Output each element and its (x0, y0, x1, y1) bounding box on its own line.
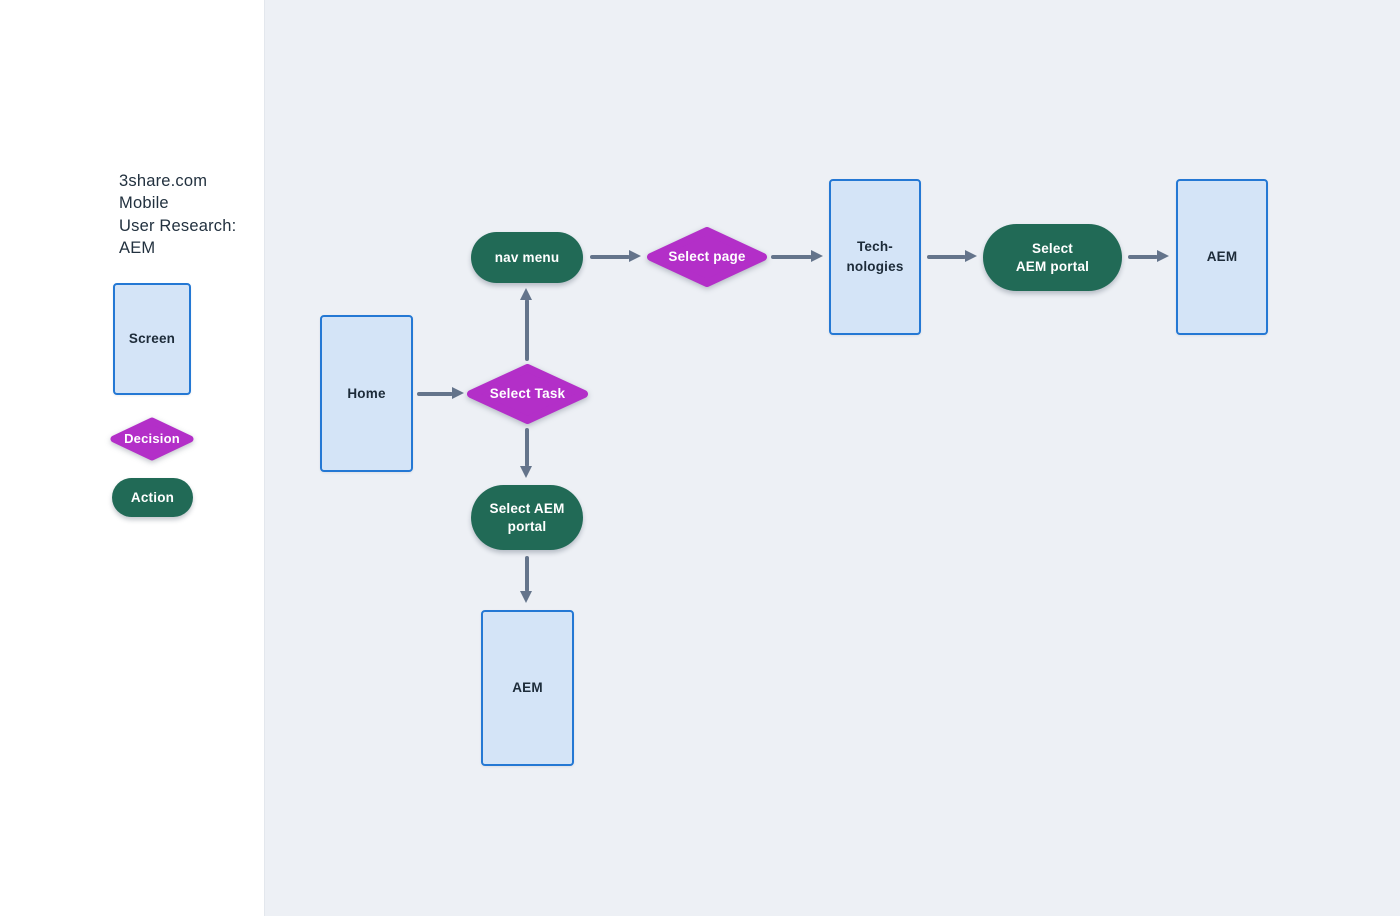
flow-node-technologies-label: Tech- nologies (846, 239, 904, 274)
diamond-icon (467, 364, 588, 424)
flow-node-select-page-label: Select page (668, 249, 746, 264)
legend-decision-shape: Decision (110, 417, 194, 461)
flow-node-select-page: Select page (646, 226, 768, 288)
legend-decision-label: Decision (124, 431, 180, 446)
flow-node-select-aem-portal-bottom-label: Select AEM portal (489, 500, 565, 534)
flow-node-aem-bottom-label: AEM (512, 680, 543, 695)
flow-node-aem-bottom: AEM (481, 610, 574, 766)
legend-screen-shape: Screen (113, 283, 191, 395)
flow-node-aem-right: AEM (1176, 179, 1268, 335)
flow-node-aem-right-label: AEM (1206, 249, 1238, 264)
legend-action-label: Action (130, 489, 175, 505)
flow-node-select-aem-portal-right: Select AEM portal (983, 224, 1122, 291)
legend-screen-label: Screen (128, 331, 176, 346)
legend-action-shape: Action (112, 478, 193, 517)
flow-node-technologies: Tech- nologies (829, 179, 921, 335)
flow-node-home-label: Home (347, 385, 386, 401)
legend-sidebar: 3share.com Mobile User Research: AEM Scr… (0, 0, 265, 916)
flow-node-select-aem-portal-bottom: Select AEM portal (471, 485, 583, 550)
flow-node-home: Home (320, 315, 413, 472)
diamond-icon (110, 417, 194, 461)
flow-node-nav-menu-label: nav menu (494, 249, 560, 265)
flow-node-select-aem-portal-right-label: Select AEM portal (1015, 240, 1090, 274)
diamond-icon (647, 227, 767, 287)
flow-node-select-task: Select Task (466, 363, 589, 425)
page-title: 3share.com Mobile User Research: AEM (119, 172, 237, 258)
flow-node-select-task-label: Select Task (489, 386, 566, 401)
flow-node-nav-menu: nav menu (471, 232, 583, 283)
